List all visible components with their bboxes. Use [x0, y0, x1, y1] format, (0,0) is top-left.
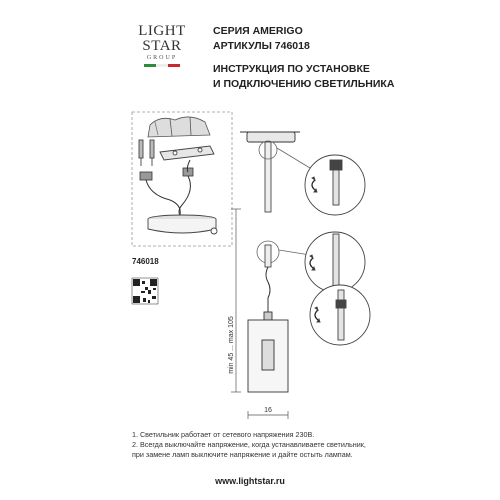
ceiling-block-icon	[147, 116, 211, 138]
rotate-arrows-icon	[314, 309, 319, 321]
canopy-detail	[147, 214, 218, 235]
width-dimension	[247, 411, 289, 419]
note-line-2: 2. Всегда выключайте напряжение, когда у…	[132, 440, 366, 449]
brand-line-1: LIGHT	[138, 23, 186, 39]
rotate-arrows-icon	[309, 257, 314, 269]
height-dimension-label: min 45 ... max 105	[228, 316, 235, 374]
italian-flag-icon	[144, 64, 180, 67]
series-title: СЕРИЯ AMERIGO	[213, 25, 303, 37]
width-dimension-label: 16	[264, 407, 272, 414]
brand-line-3: GROUP	[146, 55, 178, 61]
footer-url[interactable]: www.lightstar.ru	[215, 476, 285, 486]
detail-circle-1	[258, 140, 278, 160]
wire-connector-icon	[139, 167, 194, 181]
lamp-cable	[265, 266, 271, 312]
lamp-rod	[264, 141, 272, 213]
note-line-3: при замене ламп выключите напряжение и д…	[132, 450, 353, 459]
rotate-detail-bottom	[309, 284, 371, 346]
wires	[145, 159, 191, 219]
brand-line-2: STAR	[142, 38, 182, 54]
lamp-shade	[247, 311, 289, 393]
height-dimension	[231, 208, 241, 393]
rotate-detail-top	[304, 154, 366, 216]
instruction-title-1: ИНСТРУКЦИЯ ПО УСТАНОВКЕ	[213, 63, 370, 75]
brand-logo: LIGHT STAR GROUP	[132, 24, 192, 67]
article-number: АРТИКУЛЫ 746018	[213, 40, 310, 52]
rotate-arrows-icon	[311, 179, 316, 191]
instruction-title-2: И ПОДКЛЮЧЕНИЮ СВЕТИЛЬНИКА	[213, 78, 395, 90]
screwdriver-icon	[138, 139, 155, 166]
detail-panel	[131, 111, 233, 247]
note-line-1: 1. Светильник работает от сетевого напря…	[132, 430, 315, 439]
mounting-bracket	[159, 145, 215, 161]
rotate-detail-mid	[304, 231, 366, 293]
lamp-canopy	[240, 131, 300, 143]
notes: 1. Светильник работает от сетевого напря…	[132, 430, 462, 460]
qr-code-icon	[131, 277, 159, 305]
model-code: 746018	[132, 257, 159, 266]
